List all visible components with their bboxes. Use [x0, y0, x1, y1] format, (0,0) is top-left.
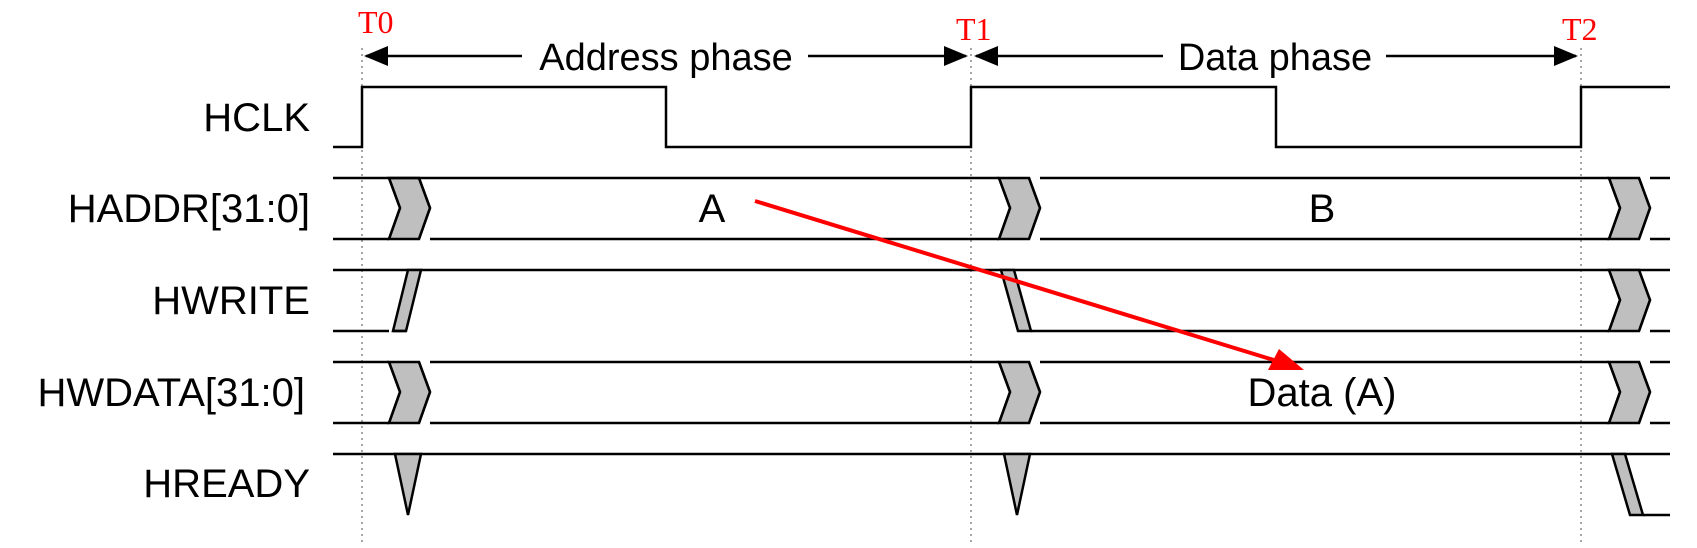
signal-label-hready: HREADY	[143, 462, 310, 506]
hwrite-transition	[1607, 268, 1652, 333]
hwdata-value-data-a: Data (A)	[1248, 371, 1397, 415]
address-phase-label: Address phase	[539, 37, 793, 79]
t0-label: T0	[358, 4, 394, 40]
hwrite-waveform	[333, 268, 1670, 333]
hwdata-transition	[387, 360, 432, 425]
address-phase-arrow	[364, 46, 968, 66]
hready-glitch	[1002, 452, 1032, 516]
data-phase-arrow	[974, 46, 1578, 66]
hready-waveform	[333, 452, 1670, 517]
t1-label: T1	[956, 11, 992, 47]
haddr-transition	[997, 176, 1042, 241]
hclk-waveform	[333, 85, 1670, 149]
haddr-transition	[387, 176, 432, 241]
signal-label-hclk: HCLK	[203, 96, 310, 140]
haddr-value-a: A	[699, 187, 726, 231]
data-phase-label: Data phase	[1178, 37, 1372, 79]
hwdata-waveform	[333, 360, 1670, 425]
t2-label: T2	[1562, 11, 1598, 47]
address-to-data-arrow	[754, 199, 1304, 370]
haddr-value-b: B	[1309, 187, 1336, 231]
signal-label-hwrite: HWRITE	[152, 279, 310, 323]
time-gridlines	[361, 48, 1582, 545]
hwrite-transition	[391, 268, 423, 333]
red-arrowhead-icon	[1268, 349, 1304, 370]
hready-transition	[1610, 452, 1645, 517]
signal-label-hwdata: HWDATA[31:0]	[38, 371, 305, 415]
hready-glitch	[393, 452, 423, 516]
haddr-waveform	[333, 176, 1670, 241]
hwdata-transition	[997, 360, 1042, 425]
haddr-transition	[1607, 176, 1652, 241]
arrowhead-left-icon	[974, 46, 998, 66]
signal-label-haddr: HADDR[31:0]	[68, 187, 310, 231]
arrowhead-left-icon	[364, 46, 388, 66]
arrowhead-right-icon	[1554, 46, 1578, 66]
hwdata-transition	[1607, 360, 1652, 425]
arrowhead-right-icon	[944, 46, 968, 66]
